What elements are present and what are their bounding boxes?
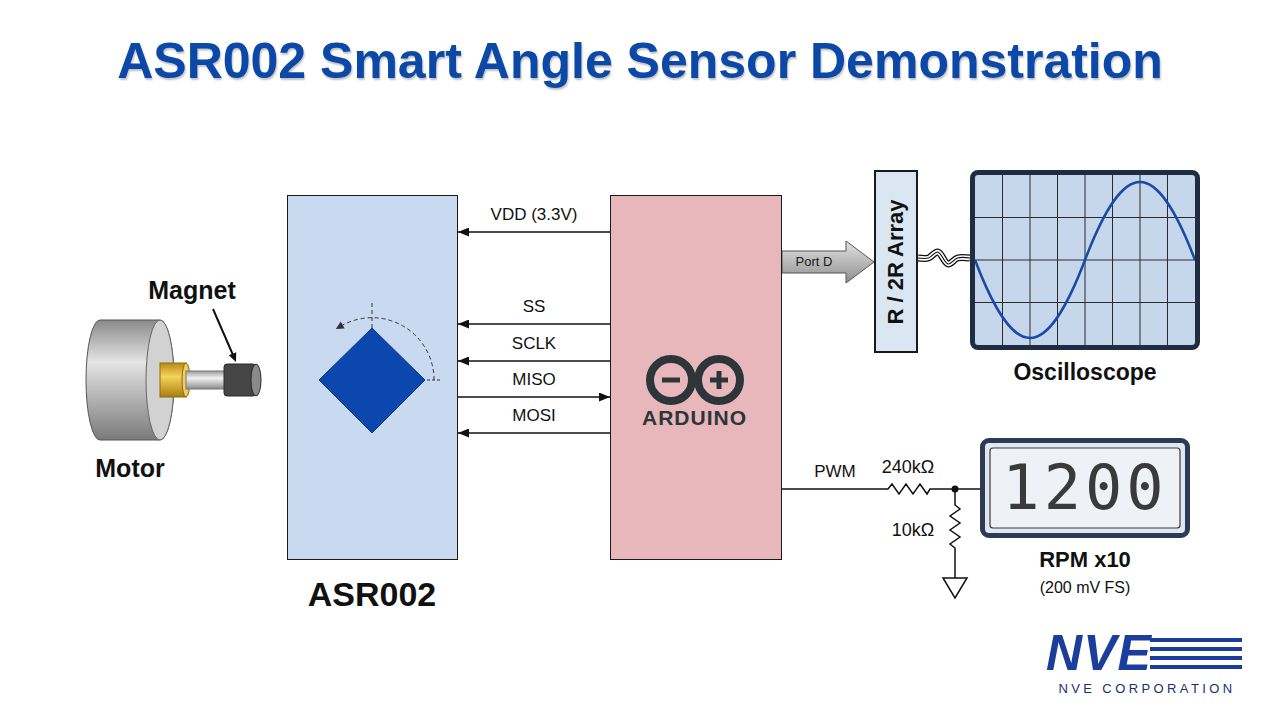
magnet-face (251, 364, 261, 396)
logo-text: NVE (1046, 625, 1152, 683)
logo-plus (717, 371, 722, 389)
scope-screen (975, 175, 1195, 345)
motor-shaft (186, 371, 228, 389)
signal-wire (458, 232, 610, 233)
signal-name: MISO (512, 370, 555, 390)
instrument-name: Oscilloscope (1013, 359, 1156, 385)
meter-display: 1200RPM x10(200 mV FS) (980, 438, 1190, 538)
logo-text: ARDUINO (642, 405, 747, 429)
resistor-value: 240kΩ (882, 457, 935, 478)
company-name: NVE CORPORATION (1058, 682, 1235, 697)
part-label: Motor (95, 454, 164, 483)
controller-box: ARDUINO (610, 195, 782, 560)
meter-reading: 1200 (1002, 452, 1167, 523)
sensor-die (319, 328, 425, 433)
port-label: Port D (796, 255, 833, 270)
wire-path (458, 231, 610, 233)
signal-wire (458, 361, 610, 362)
wire-path (458, 323, 610, 325)
cable-gap (918, 252, 970, 264)
wire-path (458, 432, 610, 434)
oscilloscope: Oscilloscope (970, 170, 1200, 350)
sensor-fill (287, 195, 458, 560)
signal-wire (458, 433, 610, 434)
meter-fill (980, 438, 1190, 538)
logo-minus (662, 378, 680, 383)
part-name: ASR002 (308, 575, 437, 614)
meter-name: RPM x10 (1039, 547, 1131, 572)
logo-stripes (1150, 638, 1242, 669)
signal-name: SCLK (512, 334, 556, 354)
leader-line (213, 309, 233, 355)
wire-path (458, 396, 610, 398)
resistor-symbol (950, 489, 960, 578)
dac-box: R / 2R Array (874, 170, 918, 353)
signal-name: MOSI (512, 406, 555, 426)
title-heading: ASR002 Smart Angle Sensor Demonstration (117, 33, 1163, 91)
resistor-value: 10kΩ (892, 520, 934, 541)
wire-path (782, 484, 980, 494)
rotation-arrowhead (336, 322, 345, 330)
probe-cable (918, 252, 970, 264)
bus-arrow (782, 241, 874, 283)
part-label: Magnet (148, 276, 236, 305)
axis-line (427, 380, 440, 381)
signal-wire (458, 397, 610, 398)
arrow-shape (782, 241, 874, 283)
leader-arrowhead (229, 352, 236, 362)
wire-path (458, 360, 610, 362)
dac-name: R / 2R Array (883, 199, 908, 324)
logo-ring (698, 359, 740, 401)
sine-trace (975, 182, 1195, 338)
scope-grid (975, 175, 1195, 345)
cable-outer (918, 252, 970, 264)
axis-line (372, 303, 373, 330)
sensor-box: ASR002 (287, 195, 458, 560)
signal-name: SS (523, 297, 546, 317)
signal-name: VDD (3.3V) (491, 205, 578, 225)
logo-ring (650, 359, 692, 401)
meter-panel (990, 448, 1180, 528)
arduino-fill (610, 195, 782, 560)
signal-wire (458, 324, 610, 325)
ground-symbol (943, 578, 967, 598)
meter-scale: (200 mV FS) (1040, 579, 1131, 597)
signal-name: PWM (814, 462, 856, 482)
signal-wire (782, 484, 980, 494)
cable-core (918, 252, 970, 264)
